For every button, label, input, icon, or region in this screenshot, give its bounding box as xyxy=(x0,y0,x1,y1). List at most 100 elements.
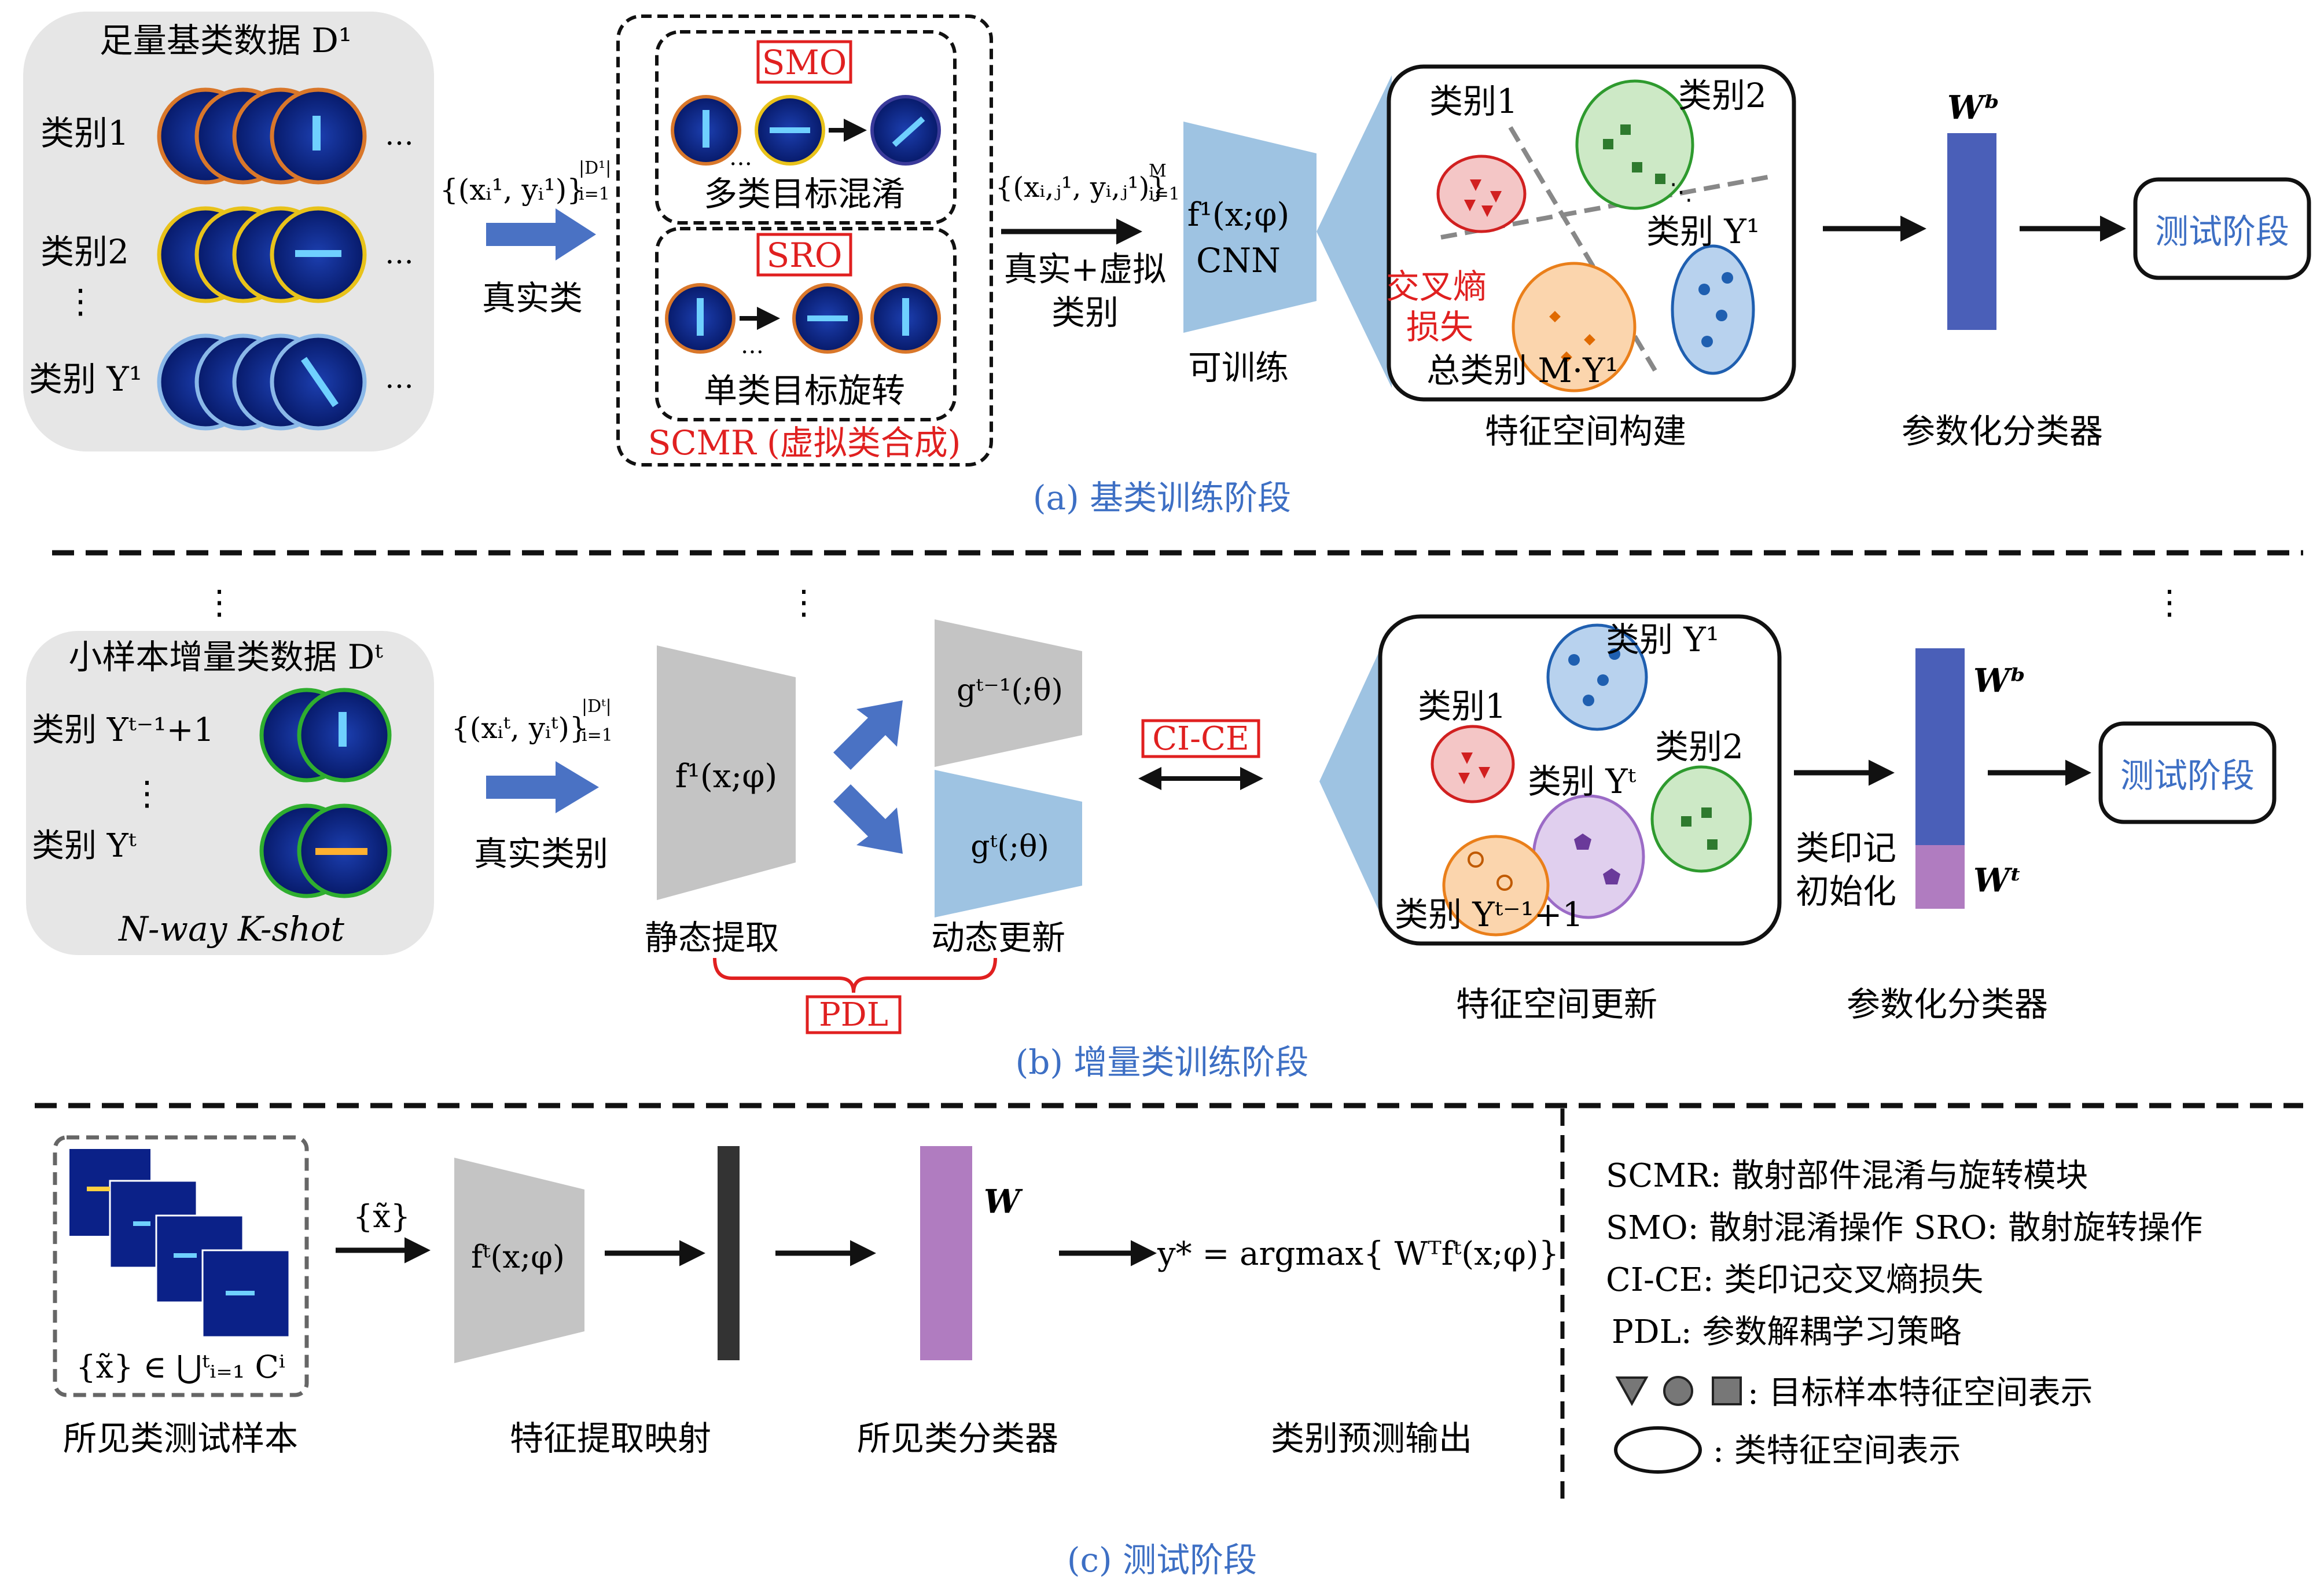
legend-pdl: PDL: 参数解耦学习策略 xyxy=(1612,1313,1961,1351)
sar-stack-class-2 xyxy=(157,206,367,303)
pdl-brace xyxy=(713,957,997,993)
x-tilde: {x̃} xyxy=(353,1198,410,1235)
fs-a-dots: ⋱ xyxy=(1670,179,1693,205)
vdots-1: ⋮ xyxy=(203,582,236,622)
real-class-label: 真实类 xyxy=(482,278,583,318)
section-c: {x̃} ∈ ⋃ᵗᵢ₌₁ Cⁱ 所见类测试样本 {x̃} fᵗ(x;φ) 特征提… xyxy=(53,1108,2202,1580)
incr-sar-stack-2 xyxy=(259,803,392,898)
ce-loss-1: 交叉熵 xyxy=(1386,267,1487,306)
test-stage-label-a: 测试阶段 xyxy=(2155,212,2289,251)
incr-data-panel xyxy=(26,631,434,955)
ellipsis-row-1: … xyxy=(385,118,414,152)
fs-b-class-y1: 类别 Y¹ xyxy=(1606,620,1719,659)
sar-stack-class-y1 xyxy=(157,333,367,431)
ellipsis-row-2: … xyxy=(385,237,414,270)
fs-b-class-1: 类别1 xyxy=(1418,686,1506,726)
nway-kshot: N-way K-shot xyxy=(117,909,345,949)
param-classifier-b: 参数化分类器 xyxy=(1847,985,2048,1024)
arrow-down-right xyxy=(833,784,903,854)
incr-f-func: f¹(x;φ) xyxy=(675,758,778,795)
cice-tag-box xyxy=(1141,719,1260,758)
scmr-desc: SCMR (虚拟类合成) xyxy=(648,423,961,462)
legend-ellipse: : 类特征空间表示 xyxy=(1713,1432,1961,1470)
cluster-b-1 xyxy=(1431,725,1515,803)
incr-class-first: 类别 Yᵗ⁻¹+1 xyxy=(32,711,214,749)
imprint-label-1: 类印记 xyxy=(1796,828,1896,868)
cluster-b-yt-markers xyxy=(1574,834,1620,884)
section-a: 足量基类数据 D¹ 类别1 类别2 ⋮ 类别 Y¹ … … xyxy=(23,12,2311,517)
triangle-marker-icon xyxy=(1615,1376,1649,1407)
cluster-ce-loss xyxy=(1512,262,1637,392)
test-sample-set: {x̃} ∈ ⋃ᵗᵢ₌₁ Cⁱ xyxy=(76,1349,285,1385)
cluster-1-markers xyxy=(1464,179,1502,217)
smo-tag: SMO xyxy=(762,43,847,82)
test-stage-button-a[interactable] xyxy=(2133,177,2311,280)
ft-func: fᵗ(x;φ) xyxy=(471,1239,565,1275)
section-b: ⋮ ⋮ ⋮ 小样本增量类数据 Dᵗ 类别 Yᵗ⁻¹+1 ⋮ 类别 Yᵗ N-wa… xyxy=(26,582,2277,1082)
test-samples-box xyxy=(53,1135,309,1397)
classifier-wt-b xyxy=(1915,845,1965,909)
real-virtual-label-2: 类别 xyxy=(1051,293,1119,332)
cluster-b-2 xyxy=(1650,765,1752,873)
fs-a-class-y1: 类别 Y¹ xyxy=(1646,212,1760,251)
classifier-wb-a xyxy=(1947,133,1996,330)
circle-marker-icon xyxy=(1663,1376,1693,1406)
fs-b-class-yt: 类别 Yᵗ xyxy=(1528,762,1637,801)
test-stage-button-b[interactable] xyxy=(2098,721,2277,824)
g-curr-func: gᵗ(;θ) xyxy=(970,829,1049,864)
caption-b: (b) 增量类训练阶段 xyxy=(1016,1042,1309,1082)
cluster-b-y1 xyxy=(1546,623,1648,731)
sro-images xyxy=(665,283,941,354)
weight-wb-b: Wᵇ xyxy=(1973,662,2026,700)
cluster-ce-markers xyxy=(1549,311,1595,363)
base-set-notation: {(xᵢ¹, yᵢ¹)} xyxy=(440,173,585,207)
cluster-y1-markers xyxy=(1698,272,1733,347)
smo-dots: … xyxy=(729,144,752,171)
argmax-formula: y* = argmax{ Wᵀfᵗ(x;φ)} xyxy=(1157,1235,1559,1273)
weight-wt-b: Wᵗ xyxy=(1973,861,2022,900)
test-stage-label-b: 测试阶段 xyxy=(2120,756,2255,795)
incr-sar-stack-1 xyxy=(259,688,392,783)
dynamic-update-label: 动态更新 xyxy=(931,918,1065,957)
classifier-wb-b xyxy=(1915,648,1965,845)
cluster-b-y1-markers xyxy=(1568,648,1620,706)
blue-arrow-real-class xyxy=(486,208,596,260)
cluster-class-1 xyxy=(1436,155,1527,233)
cnn-func: f¹(x;φ) xyxy=(1187,196,1290,234)
weight-wb-a: Wᵇ xyxy=(1947,89,2000,127)
smo-tag-box xyxy=(756,40,852,84)
legend-markers: : 目标样本特征空间表示 xyxy=(1748,1374,2093,1412)
cluster-b-first-markers xyxy=(1468,851,1513,891)
caption-c: (c) 测试阶段 xyxy=(1067,1540,1257,1580)
weight-w-c: W xyxy=(984,1183,1023,1221)
feature-map-label: 特征提取映射 xyxy=(510,1419,711,1458)
fs-b-class-2: 类别2 xyxy=(1655,727,1744,766)
static-extractor xyxy=(657,645,796,900)
incr-set-sub: i=1 xyxy=(582,725,613,746)
fs-a-class-2: 类别2 xyxy=(1678,76,1767,115)
seen-classifier-label: 所见类分类器 xyxy=(857,1419,1058,1458)
legend-smo-sro: SMO: 散射混淆操作 SRO: 散射旋转操作 xyxy=(1606,1209,2202,1247)
cluster-b-1-markers xyxy=(1458,752,1490,784)
legend-scmr: SCMR: 散射部件混淆与旋转模块 xyxy=(1606,1157,2088,1195)
param-classifier-a: 参数化分类器 xyxy=(1902,412,2103,451)
virtual-set-notation: {(xᵢ,ⱼ¹, yᵢ,ⱼ¹)} xyxy=(995,171,1167,204)
smo-desc: 多类目标混淆 xyxy=(704,174,905,214)
class-2-label: 类别2 xyxy=(41,232,129,271)
incr-vdots: ⋮ xyxy=(130,773,164,813)
class-1-label: 类别1 xyxy=(41,113,129,153)
feature-vector-bar xyxy=(718,1146,740,1360)
smo-images xyxy=(671,95,941,166)
incr-data-title: 小样本增量类数据 Dᵗ xyxy=(68,637,383,677)
cice-tag: CI-CE xyxy=(1152,720,1249,758)
cluster-2-markers xyxy=(1603,124,1665,184)
base-set-sup: |D¹| xyxy=(579,158,611,178)
sro-tag-box xyxy=(756,233,852,277)
ft-extractor xyxy=(454,1158,584,1363)
cnn-name: CNN xyxy=(1196,241,1281,280)
sro-box xyxy=(655,227,957,421)
virtual-set-sub: i=1 xyxy=(1149,184,1180,204)
sar-stack-class-1 xyxy=(157,87,367,185)
sro-desc: 单类目标旋转 xyxy=(704,371,905,410)
